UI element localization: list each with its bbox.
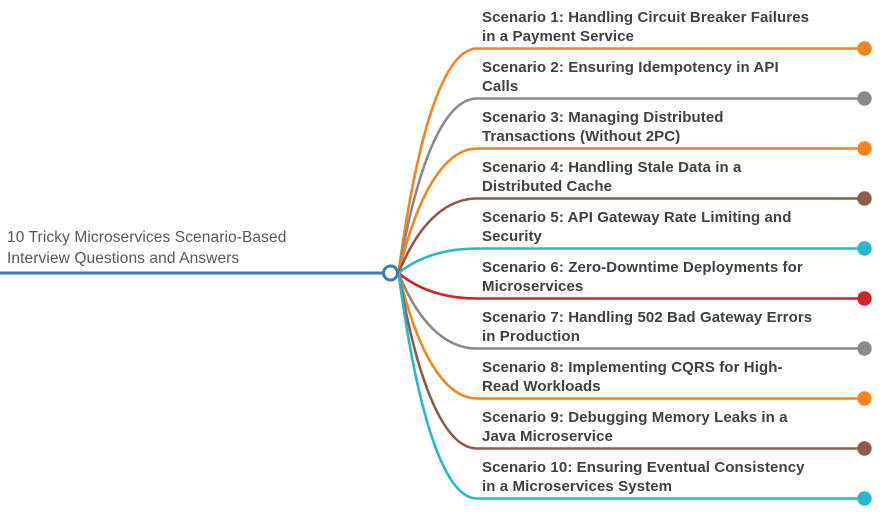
branch-endpoint-dot-8 <box>857 391 872 406</box>
branch-curve-4 <box>397 197 859 275</box>
branch-label-line: Security <box>482 228 542 245</box>
branch-label-line: Scenario 6: Zero-Downtime Deployments fo… <box>482 258 803 276</box>
branch-endpoint-dot-5 <box>857 241 872 256</box>
branch-endpoint-dot-4 <box>857 191 872 206</box>
branch-endpoint-dot-6 <box>857 291 872 306</box>
branch-endpoint-dot-7 <box>857 341 872 356</box>
branch-endpoint-dot-2 <box>857 91 872 106</box>
branch-label-line: Transactions (Without 2PC) <box>482 128 681 145</box>
branch-node-scenario-3[interactable]: Scenario 3: Managing Distributed Transac… <box>482 108 724 149</box>
branch-label-line: in a Payment Service <box>482 28 635 45</box>
branch-label-line: Scenario 10: Ensuring Eventual Consisten… <box>482 458 805 476</box>
branch-label-line: Scenario 9: Debugging Memory Leaks in a <box>482 408 788 426</box>
branch-node-scenario-6[interactable]: Scenario 6: Zero-Downtime Deployments fo… <box>482 258 803 299</box>
branch-endpoint-dot-3 <box>857 141 872 156</box>
branch-endpoint-dot-1 <box>857 41 872 56</box>
branch-label-line: Scenario 8: Implementing CQRS for High- <box>482 358 783 376</box>
branch-curve-5 <box>397 247 859 275</box>
branch-curve-8 <box>397 271 859 400</box>
branch-label-line: Calls <box>482 78 519 95</box>
root-label-line-2: Interview Questions and Answers <box>7 250 240 267</box>
branch-curve-9 <box>397 271 859 450</box>
branch-curve-7 <box>397 271 859 350</box>
branch-label-line: Scenario 3: Managing Distributed <box>482 108 724 126</box>
branch-label-line: Scenario 4: Handling Stale Data in a <box>482 158 742 176</box>
branch-node-scenario-4[interactable]: Scenario 4: Handling Stale Data in a Dis… <box>482 158 742 199</box>
branch-label-line: in Production <box>482 328 580 345</box>
branch-label-line: in a Microservices System <box>482 478 673 495</box>
branch-node-scenario-8[interactable]: Scenario 8: Implementing CQRS for High- … <box>482 358 783 399</box>
root-node-label[interactable]: 10 Tricky Microservices Scenario-Based I… <box>7 227 286 269</box>
branch-curve-10 <box>397 271 859 500</box>
branch-label-line: Scenario 2: Ensuring Idempotency in API <box>482 58 779 76</box>
branch-label-line: Distributed Cache <box>482 178 613 195</box>
branch-label-line: Java Microservice <box>482 428 613 445</box>
branch-label-line: Scenario 1: Handling Circuit Breaker Fai… <box>482 8 810 26</box>
branch-curve-1 <box>397 47 859 275</box>
branch-curve-3 <box>397 147 859 275</box>
branch-label-line: Read Workloads <box>482 378 601 395</box>
branch-node-scenario-10[interactable]: Scenario 10: Ensuring Eventual Consisten… <box>482 458 805 499</box>
branch-node-scenario-9[interactable]: Scenario 9: Debugging Memory Leaks in a … <box>482 408 788 449</box>
branch-label-line: Microservices <box>482 278 584 295</box>
root-node-circle[interactable] <box>382 264 399 282</box>
branch-endpoint-dot-10 <box>857 491 872 506</box>
branch-endpoint-dot-9 <box>857 441 872 456</box>
branch-node-scenario-7[interactable]: Scenario 7: Handling 502 Bad Gateway Err… <box>482 308 812 349</box>
branch-node-scenario-2[interactable]: Scenario 2: Ensuring Idempotency in API … <box>482 58 779 99</box>
branch-label-line: Scenario 5: API Gateway Rate Limiting an… <box>482 208 792 226</box>
branch-curve-6 <box>397 271 859 300</box>
branch-label-line: Scenario 7: Handling 502 Bad Gateway Err… <box>482 308 813 326</box>
branch-node-scenario-5[interactable]: Scenario 5: API Gateway Rate Limiting an… <box>482 208 791 249</box>
branch-node-scenario-1[interactable]: Scenario 1: Handling Circuit Breaker Fai… <box>482 8 809 49</box>
root-label-line-1: 10 Tricky Microservices Scenario-Based <box>7 229 287 246</box>
branch-curve-2 <box>397 97 859 275</box>
